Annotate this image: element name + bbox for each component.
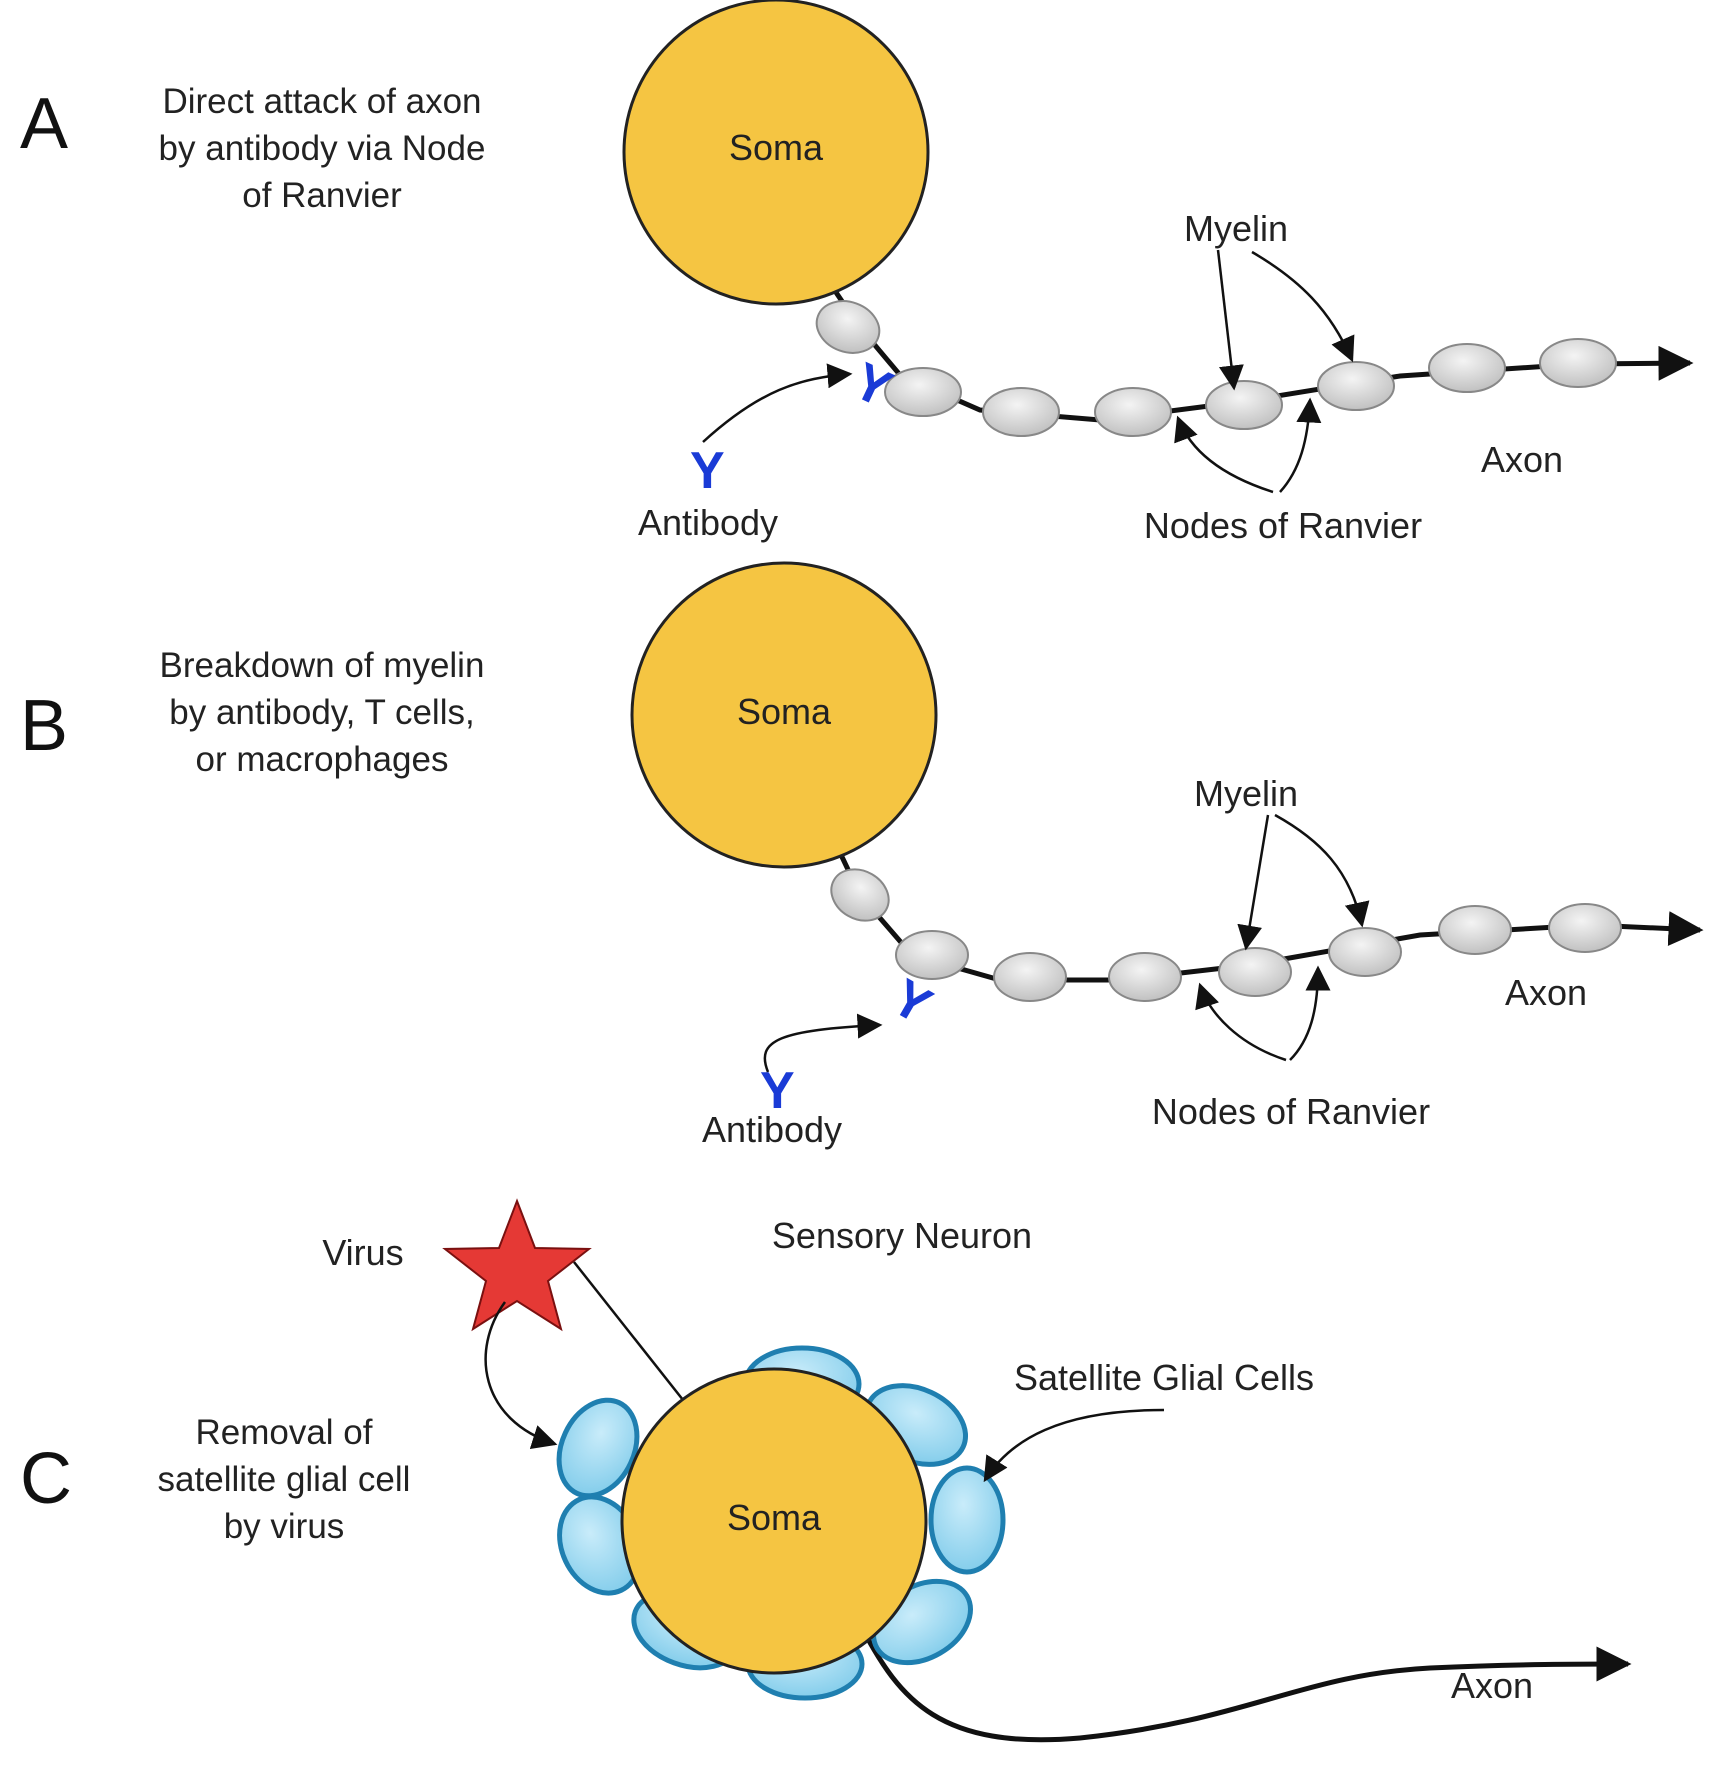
panel-a-myelin-arrow bbox=[1251, 250, 1355, 363]
virus-star-icon bbox=[442, 1198, 592, 1332]
panel-c-virus-arrow bbox=[573, 1261, 704, 1426]
panel-b-soma-label: Soma bbox=[737, 691, 832, 732]
panel-b: B Breakdown of myelin by antibody, T cel… bbox=[20, 561, 1704, 1150]
panel-a-myelin-segment bbox=[1539, 338, 1617, 388]
panel-a-description-line-2: by antibody via Node bbox=[159, 129, 486, 168]
panel-c: C Removal of satellite glial cell by vir… bbox=[20, 1198, 1632, 1743]
panel-a-myelin-label: Myelin bbox=[1184, 208, 1288, 249]
panel-c-satellite-label: Satellite Glial Cells bbox=[1014, 1357, 1314, 1398]
panel-c-title: Sensory Neuron bbox=[772, 1215, 1032, 1256]
panel-c-axon-line bbox=[859, 1626, 1632, 1743]
panel-a-free-antibody-icon: Y bbox=[690, 442, 725, 500]
panel-b-axon-label: Axon bbox=[1505, 972, 1587, 1013]
panel-a-soma bbox=[622, 0, 930, 306]
panel-c-axon-label: Axon bbox=[1451, 1665, 1533, 1706]
panel-b-description-line-3: or macrophages bbox=[196, 740, 449, 779]
panel-letter-c: C bbox=[20, 1439, 72, 1519]
panel-b-antibody-arrow bbox=[763, 1013, 883, 1073]
panel-letter-a: A bbox=[20, 84, 68, 164]
panel-b-description-line-2: by antibody, T cells, bbox=[169, 693, 474, 732]
panel-a-antibody-arrow bbox=[702, 363, 853, 443]
panel-b-myelin-segment bbox=[1438, 905, 1512, 955]
panel-a-myelin-segment bbox=[982, 387, 1060, 437]
panel-c-soma-label: Soma bbox=[727, 1497, 822, 1538]
panel-c-description-line-2: satellite glial cell bbox=[158, 1460, 411, 1499]
panel-b-myelin-segment bbox=[993, 952, 1067, 1002]
panel-a-myelin-segment bbox=[815, 300, 881, 354]
panel-c-description-line-1: Removal of bbox=[195, 1413, 372, 1452]
panel-b-myelin-segment bbox=[1108, 952, 1182, 1002]
panel-b-soma bbox=[630, 561, 938, 869]
panel-c-description-line-3: by virus bbox=[224, 1507, 345, 1546]
panel-c-satellite-arrow bbox=[983, 1408, 1165, 1483]
panel-a-description-line-3: of Ranvier bbox=[242, 176, 402, 215]
panel-b-nodes-arrow bbox=[1195, 982, 1287, 1062]
panel-a-myelin-arrow bbox=[1216, 249, 1244, 391]
panel-b-myelin-segment bbox=[895, 930, 969, 980]
panel-b-myelin-segment bbox=[1218, 947, 1292, 997]
panel-a: A Direct attack of axon by antibody via … bbox=[20, 0, 1694, 546]
panel-b-myelin-segment bbox=[830, 868, 890, 922]
panel-c-soma bbox=[620, 1367, 928, 1675]
panel-b-myelin-segment bbox=[1328, 927, 1402, 977]
panel-b-antibody-label: Antibody bbox=[702, 1109, 842, 1150]
panel-b-nodes-arrow bbox=[1289, 965, 1331, 1061]
panel-a-description-line-1: Direct attack of axon bbox=[162, 82, 481, 121]
satellite-glial-cell bbox=[928, 1465, 1006, 1575]
panel-a-myelin-segment bbox=[1317, 361, 1395, 411]
panel-a-myelin-segment bbox=[1094, 387, 1172, 437]
panel-c-virus-arrow bbox=[484, 1301, 558, 1450]
panel-a-nodes-arrow bbox=[1279, 397, 1322, 493]
panel-a-axon-label: Axon bbox=[1481, 439, 1563, 480]
panel-c-virus-label: Virus bbox=[322, 1232, 403, 1273]
panel-a-nodes-label: Nodes of Ranvier bbox=[1144, 505, 1422, 546]
panel-a-nodes-arrow bbox=[1174, 415, 1274, 494]
panel-a-soma-label: Soma bbox=[729, 127, 824, 168]
satellite-glial-cell bbox=[556, 1397, 640, 1499]
panel-b-description-line-1: Breakdown of myelin bbox=[160, 646, 485, 685]
panel-b-nodes-label: Nodes of Ranvier bbox=[1152, 1091, 1430, 1132]
panel-b-free-antibody-icon: Y bbox=[760, 1062, 795, 1120]
panel-a-myelin-segment bbox=[884, 367, 962, 417]
panel-a-myelin-segment bbox=[1428, 343, 1506, 393]
panel-a-antibody-label: Antibody bbox=[638, 502, 778, 543]
panel-b-myelin-arrow bbox=[1274, 813, 1370, 928]
panel-b-myelin-label: Myelin bbox=[1194, 773, 1298, 814]
panel-b-myelin-segment bbox=[1548, 903, 1622, 953]
panel-letter-b: B bbox=[20, 686, 68, 766]
panel-a-myelin-segment bbox=[1205, 380, 1283, 430]
panel-b-myelin-arrow bbox=[1237, 814, 1270, 951]
